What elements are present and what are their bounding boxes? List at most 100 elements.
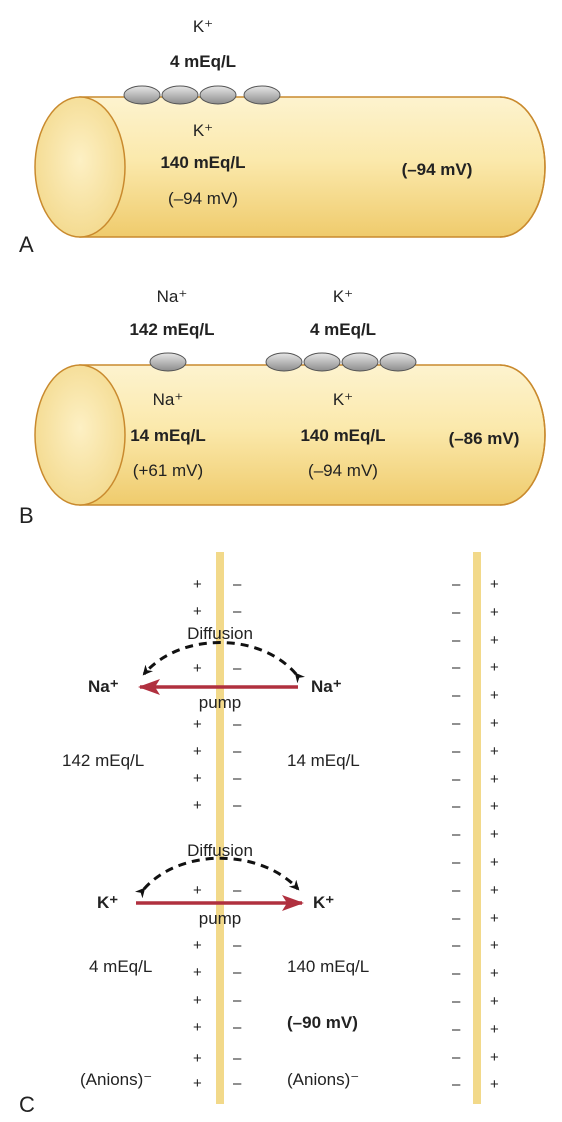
panel-letter-a: A xyxy=(19,232,34,257)
plus-sign: + xyxy=(193,660,202,677)
c-pump-label-k: pump xyxy=(198,909,242,928)
minus-sign: – xyxy=(452,937,461,954)
panel-letter-c: C xyxy=(19,1092,35,1117)
plus-sign: + xyxy=(490,910,499,927)
plus-sign: + xyxy=(490,826,499,843)
membrane-right xyxy=(473,552,481,1104)
minus-sign: – xyxy=(452,743,461,760)
b-na-outside-ion: Na⁺ xyxy=(156,287,188,306)
plus-sign: + xyxy=(490,604,499,621)
minus-sign: – xyxy=(452,576,461,593)
membrane-left xyxy=(216,552,224,1104)
a-outside-conc: 4 mEq/L xyxy=(169,52,237,71)
minus-sign: – xyxy=(233,603,242,620)
minus-sign: – xyxy=(233,797,242,814)
potassium-channels-b xyxy=(265,352,417,372)
plus-sign: + xyxy=(193,882,202,899)
b-na-inside-ion: Na⁺ xyxy=(152,390,184,409)
b-k-inside-conc: 140 mEq/L xyxy=(300,426,386,445)
plus-sign: + xyxy=(193,964,202,981)
c-k-left: K⁺ xyxy=(97,893,119,912)
b-membrane-potential: (–86 mV) xyxy=(448,429,520,448)
plus-sign: + xyxy=(193,770,202,787)
c-anions-right: (Anions)⁻ xyxy=(287,1070,360,1089)
a-membrane-potential: (–94 mV) xyxy=(401,160,473,179)
minus-sign: – xyxy=(233,660,242,677)
minus-sign: – xyxy=(452,882,461,899)
b-na-outside-conc: 142 mEq/L xyxy=(129,320,215,339)
minus-sign: – xyxy=(452,993,461,1010)
b-k-outside-conc: 4 mEq/L xyxy=(309,320,377,339)
na-diffusion-arrow xyxy=(142,641,306,684)
minus-sign: – xyxy=(452,1049,461,1066)
plus-sign: + xyxy=(490,1021,499,1038)
minus-sign: – xyxy=(452,965,461,982)
plus-sign: + xyxy=(193,1050,202,1067)
b-na-inside-conc: 14 mEq/L xyxy=(130,426,206,445)
minus-sign: – xyxy=(452,826,461,843)
plus-sign: + xyxy=(490,659,499,676)
c-membrane-potential: (–90 mV) xyxy=(287,1013,358,1032)
a-inside-ion: K⁺ xyxy=(192,121,214,140)
minus-sign: – xyxy=(452,632,461,649)
c-na-left: Na⁺ xyxy=(88,677,119,696)
minus-sign: – xyxy=(452,687,461,704)
minus-sign: – xyxy=(452,1021,461,1038)
plus-sign: + xyxy=(490,1076,499,1093)
minus-sign: – xyxy=(233,1075,242,1092)
c-na-left-conc: 142 mEq/L xyxy=(62,751,145,770)
c-na-right-conc: 14 mEq/L xyxy=(287,751,360,770)
plus-sign: + xyxy=(490,854,499,871)
plus-sign: + xyxy=(490,1049,499,1066)
plus-sign: + xyxy=(490,798,499,815)
a-inside-potential: (–94 mV) xyxy=(168,189,238,208)
minus-sign: – xyxy=(233,770,242,787)
c-diffusion-label-na: Diffusion xyxy=(187,624,253,643)
plus-sign: + xyxy=(490,715,499,732)
plus-sign: + xyxy=(490,937,499,954)
c-anions-left: (Anions)⁻ xyxy=(80,1070,153,1089)
minus-sign: – xyxy=(233,1019,242,1036)
c-k-left-conc: 4 mEq/L xyxy=(89,957,153,976)
plus-sign: + xyxy=(490,743,499,760)
b-k-potential: (–94 mV) xyxy=(308,461,378,480)
b-k-outside-ion: K⁺ xyxy=(332,287,354,306)
plus-sign: + xyxy=(193,937,202,954)
plus-sign: + xyxy=(193,992,202,1009)
minus-sign: – xyxy=(452,910,461,927)
cylinder-a xyxy=(34,96,546,238)
k-diffusion-arrow xyxy=(134,856,300,899)
plus-sign: + xyxy=(490,882,499,899)
plus-sign: + xyxy=(490,965,499,982)
plus-sign: + xyxy=(193,743,202,760)
plus-sign: + xyxy=(490,771,499,788)
plus-sign: + xyxy=(490,632,499,649)
plus-sign: + xyxy=(193,603,202,620)
a-outside-ion: K⁺ xyxy=(192,17,214,36)
plus-sign: + xyxy=(193,576,202,593)
minus-sign: – xyxy=(233,716,242,733)
minus-sign: – xyxy=(233,1050,242,1067)
c-k-right-conc: 140 mEq/L xyxy=(287,957,370,976)
minus-sign: – xyxy=(452,659,461,676)
plus-sign: + xyxy=(490,993,499,1010)
panel-letter-b: B xyxy=(19,503,34,528)
minus-sign: – xyxy=(233,964,242,981)
minus-sign: – xyxy=(233,743,242,760)
c-diffusion-label-k: Diffusion xyxy=(187,841,253,860)
cylinder-b xyxy=(34,364,546,506)
plus-sign: + xyxy=(193,1075,202,1092)
potassium-channels-a xyxy=(123,85,281,105)
minus-sign: – xyxy=(233,882,242,899)
minus-sign: – xyxy=(452,604,461,621)
plus-sign: + xyxy=(193,797,202,814)
sodium-channel-b xyxy=(149,352,187,372)
minus-sign: – xyxy=(452,771,461,788)
minus-sign: – xyxy=(452,1076,461,1093)
minus-sign: – xyxy=(452,798,461,815)
minus-sign: – xyxy=(233,992,242,1009)
b-k-inside-ion: K⁺ xyxy=(332,390,354,409)
minus-sign: – xyxy=(452,854,461,871)
minus-sign: – xyxy=(233,576,242,593)
